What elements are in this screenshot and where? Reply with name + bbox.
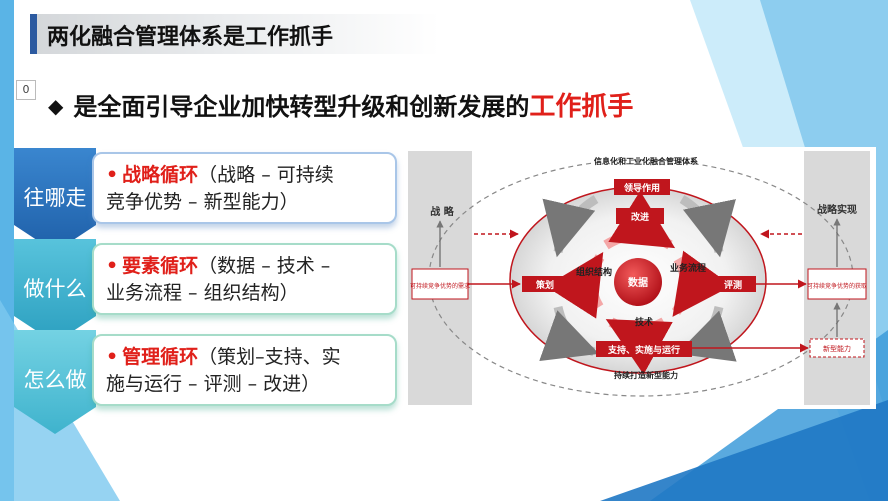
- cycle-heading: 管理循环: [122, 346, 199, 368]
- cycle-arrow-gray-2: [679, 195, 736, 258]
- need-box-label: 可持续竞争优势的需求: [410, 282, 470, 290]
- bottom-caption: 持续打造新型能力: [614, 370, 678, 380]
- strategy-panel-label: 战 略: [430, 205, 454, 218]
- box-right-gain: [807, 268, 867, 300]
- cycle-line2: 竞争优势 – 新型能力）: [106, 191, 299, 213]
- title-bar: 两化融合管理体系是工作抓手: [30, 14, 440, 54]
- chevron-tab-label: 做什么: [23, 277, 87, 301]
- headline-highlight: 工作抓手: [529, 92, 634, 122]
- technology-label: 技术: [635, 316, 653, 328]
- support-label: 支持、实施与运行: [607, 344, 680, 356]
- headline-prefix: 是全面引导企业加快转型升级和创新发展的: [73, 93, 530, 121]
- box-support: [596, 341, 692, 357]
- org-structure-label: 组织结构: [576, 266, 612, 278]
- element-arrow-3: [605, 317, 673, 375]
- chevron-tab-what: 做什么: [14, 239, 96, 343]
- cycle-line1: （策划–支持、实: [198, 346, 341, 368]
- box-evaluate: [710, 276, 756, 292]
- cycle-line2: 业务流程 – 组织结构）: [106, 282, 299, 304]
- cycle-line1: （数据 – 技术 –: [198, 255, 331, 277]
- cycle-row-strategy: 往哪走 •战略循环（战略 – 可持续 竞争优势 – 新型能力）: [14, 148, 399, 252]
- diamond-bullet-icon: ◆: [48, 94, 64, 118]
- system-title-label: 信息化和工业化融合管理体系: [594, 156, 698, 166]
- strategy-realized-label: 战略实现: [817, 203, 857, 216]
- element-arrow-1: [603, 190, 676, 250]
- cycle-card-strategy: •战略循环（战略 – 可持续 竞争优势 – 新型能力）: [92, 152, 397, 224]
- box-improve: [616, 208, 664, 224]
- evaluate-label: 评测: [724, 279, 742, 291]
- cycle-card-elements: •要素循环（数据 – 技术 – 业务流程 – 组织结构）: [92, 243, 397, 315]
- new-capability-label: 新型能力: [823, 344, 851, 353]
- chevron-tab-label: 往哪走: [23, 186, 87, 210]
- management-system-diagram: 信息化和工业化融合管理体系 领导作用 改进 策划 评测 支持、实施与运行 数据 …: [406, 147, 876, 409]
- bullet-dot-icon: •: [106, 164, 119, 186]
- business-process-label: 业务流程: [670, 262, 706, 274]
- data-core-circle: [614, 258, 662, 306]
- cycle-row-elements: 做什么 •要素循环（数据 – 技术 – 业务流程 – 组织结构）: [14, 239, 399, 343]
- bullet-dot-icon: •: [106, 346, 119, 368]
- page-number: 0: [16, 80, 36, 100]
- element-arrow-4: [545, 251, 605, 319]
- core-label: 数据: [628, 276, 648, 289]
- plan-label: 策划: [535, 279, 554, 291]
- box-plan: [522, 276, 568, 292]
- headline: ◆ 是全面引导企业加快转型升级和创新发展的工作抓手: [48, 86, 633, 123]
- cycle-heading: 战略循环: [122, 164, 199, 186]
- box-new-capability: [809, 338, 865, 358]
- gain-box-label: 可持续竞争优势的获取: [807, 282, 867, 290]
- cycle-arrow-gray-1: [542, 195, 599, 258]
- cycle-line1: （战略 – 可持续: [198, 164, 334, 186]
- cycle-line2: 施与运行 – 评测 – 改进）: [106, 373, 321, 395]
- box-left-need: [411, 268, 469, 300]
- cycle-row-management: 怎么做 •管理循环（策划–支持、实 施与运行 – 评测 – 改进）: [14, 330, 399, 434]
- page-title: 两化融合管理体系是工作抓手: [47, 25, 334, 50]
- box-leadership: [614, 179, 670, 195]
- leadership-label: 领导作用: [624, 182, 660, 194]
- diagram-canvas: 信息化和工业化融合管理体系 领导作用 改进 策划 评测 支持、实施与运行 数据 …: [408, 151, 870, 405]
- cycle-card-management: •管理循环（策划–支持、实 施与运行 – 评测 – 改进）: [92, 334, 397, 406]
- element-arrow-2: [671, 250, 732, 317]
- bullet-dot-icon: •: [106, 255, 119, 277]
- right-bottom-shard-dark: [600, 400, 888, 501]
- cycle-heading: 要素循环: [122, 255, 199, 277]
- improve-label: 改进: [631, 211, 649, 223]
- chevron-tab-label: 怎么做: [23, 368, 87, 392]
